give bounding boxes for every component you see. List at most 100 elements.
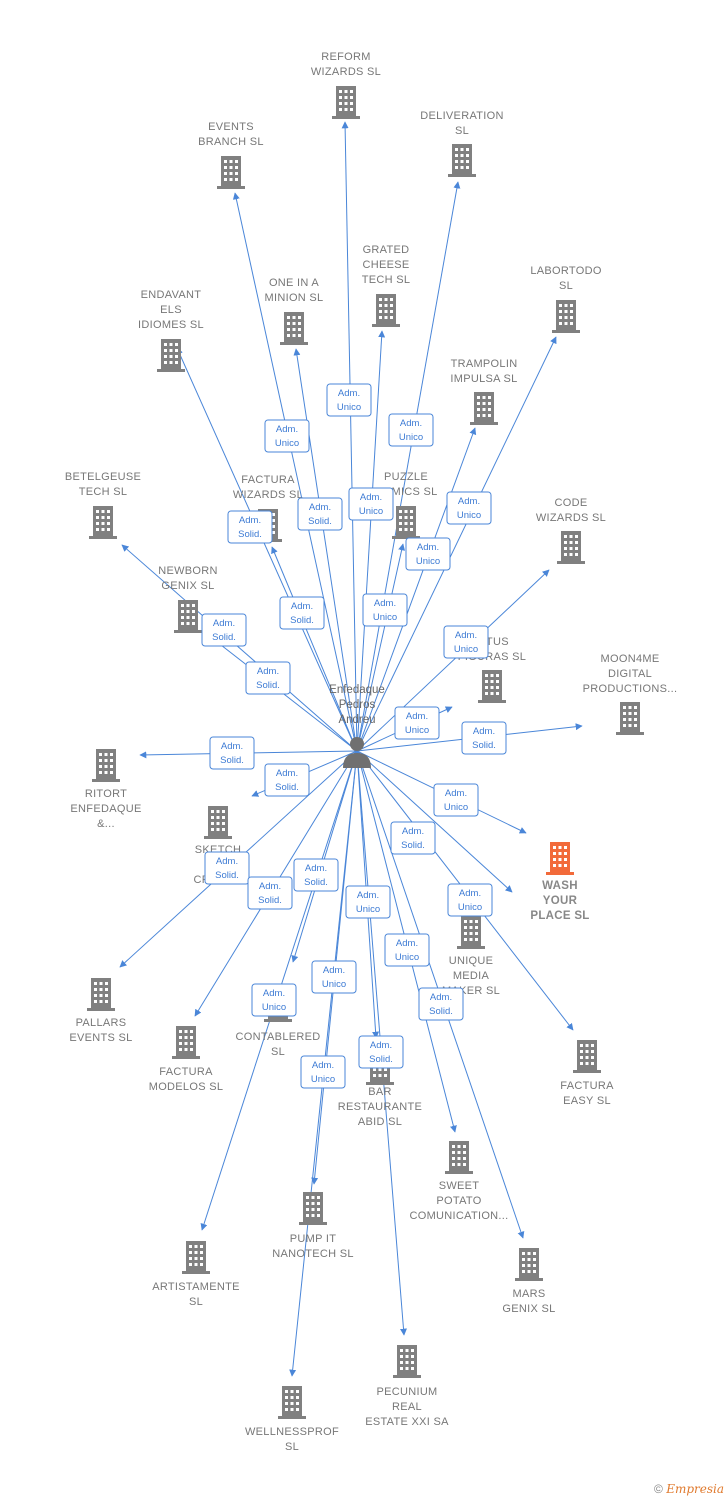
building-icon <box>372 294 400 327</box>
company-label: EVENTS <box>208 121 254 133</box>
relation-label-factura-wizards[interactable]: Adm.Solid. <box>279 596 325 630</box>
relation-label-pecunium-real-estate[interactable]: Adm.Solid. <box>358 1035 404 1069</box>
relation-label-code-wizards[interactable]: Adm.Unico <box>443 625 489 659</box>
relation-text: Unico <box>395 952 419 963</box>
building-icon <box>172 1026 200 1059</box>
edge-grated-cheese-tech <box>356 330 386 752</box>
relation-label-newborn-genix[interactable]: Adm.Solid. <box>245 661 291 695</box>
building-icon <box>280 312 308 345</box>
relation-label-pump-it-nanotech[interactable]: Adm.Unico <box>311 960 357 994</box>
person-label: Enfedaque <box>329 684 385 696</box>
company-node-sweet-potato[interactable]: SWEETPOTATOCOMUNICATION... <box>409 1141 508 1222</box>
company-label: MOON4ME <box>601 653 660 665</box>
edge-reform-wizards <box>341 121 358 752</box>
relation-label-betelgeuse-tech[interactable]: Adm.Solid. <box>201 613 247 647</box>
relation-label-pallars-events[interactable]: Adm.Solid. <box>204 851 250 885</box>
company-label: SL <box>271 1046 285 1058</box>
relation-label-ritort-enfedaque[interactable]: Adm.Solid. <box>209 736 255 770</box>
relation-label-factura-easy[interactable]: Adm.Unico <box>447 883 493 917</box>
relation-label-wash-your-place[interactable]: Adm.Unico <box>433 783 479 817</box>
brand-logo[interactable]: Empresia <box>666 1482 724 1496</box>
company-label: POTATO <box>436 1195 481 1207</box>
company-label: GENIX SL <box>502 1303 555 1315</box>
relation-text: Adm. <box>291 601 313 612</box>
relation-label-factura-modelos[interactable]: Adm.Solid. <box>247 876 293 910</box>
relation-label-contablered[interactable]: Adm.Solid. <box>293 858 339 892</box>
company-node-ritort-enfedaque[interactable]: RITORTENFEDAQUE&... <box>70 749 141 830</box>
edge-one-in-a-minion <box>293 348 358 752</box>
company-label: ENDAVANT <box>141 289 202 301</box>
relation-text: Solid. <box>238 529 262 540</box>
relation-label-reform-wizards[interactable]: Adm.Unico <box>326 383 372 417</box>
relation-label-sweet-potato[interactable]: Adm.Unico <box>384 933 430 967</box>
relation-label-wellnessprof[interactable]: Adm.Unico <box>300 1055 346 1089</box>
relation-label-moon4me[interactable]: Adm.Solid. <box>461 721 507 755</box>
company-label: MODELOS SL <box>149 1081 224 1093</box>
relation-text: Adm. <box>257 666 279 677</box>
company-label: ARTISTAMENTE <box>152 1281 240 1293</box>
edge-events-branch <box>232 192 358 752</box>
copyright-symbol: © <box>654 1482 663 1496</box>
edge-factura-wizards <box>271 546 358 752</box>
company-node-moon4me[interactable]: MOON4MEDIGITALPRODUCTIONS... <box>583 653 678 735</box>
relation-text: Adm. <box>276 768 298 779</box>
relation-label-grated-cheese-tech[interactable]: Adm.Unico <box>348 487 394 521</box>
company-label: SL <box>559 280 573 292</box>
relation-text: Adm. <box>473 726 495 737</box>
edge-betelgeuse-tech <box>121 544 358 752</box>
footer: © Empresia <box>654 1482 724 1496</box>
edge-unique-media <box>356 750 513 893</box>
relation-label-mars-genix[interactable]: Adm.Solid. <box>418 987 464 1021</box>
relation-text: Unico <box>444 802 468 813</box>
relation-label-events-branch[interactable]: Adm.Unico <box>264 419 310 453</box>
building-icon <box>445 1141 473 1174</box>
relation-label-one-in-a-minion[interactable]: Adm.Solid. <box>297 497 343 531</box>
relation-label-artistamente[interactable]: Adm.Unico <box>251 983 297 1017</box>
company-label: SWEET <box>439 1180 480 1192</box>
building-icon <box>478 670 506 703</box>
relation-text: Adm. <box>239 515 261 526</box>
company-label: ENFEDAQUE <box>70 803 141 815</box>
relation-text: Unico <box>458 902 482 913</box>
relation-text: Solid. <box>308 516 332 527</box>
company-label: WASH <box>542 880 578 892</box>
company-label: LABORTODO <box>530 265 602 277</box>
relation-label-tus-figuras[interactable]: Adm.Unico <box>394 706 440 740</box>
building-icon <box>470 392 498 425</box>
relation-label-sketch-es-creativ[interactable]: Adm.Solid. <box>264 763 310 797</box>
relation-label-trampolin-impulsa[interactable]: Adm.Unico <box>405 537 451 571</box>
relation-label-labortodo[interactable]: Adm.Unico <box>446 491 492 525</box>
relation-label-endavant-els-idiomes[interactable]: Adm. Solid. <box>227 510 273 544</box>
relation-text: Unico <box>405 725 429 736</box>
relation-label-puzzle-comics[interactable]: Adm.Unico <box>362 593 408 627</box>
relation-label-bar-restaurante-abid[interactable]: Adm.Unico <box>345 885 391 919</box>
company-label: PRODUCTIONS... <box>583 683 678 695</box>
relation-label-unique-media[interactable]: Adm.Solid. <box>390 821 436 855</box>
company-node-labortodo[interactable]: LABORTODO SL <box>530 265 602 333</box>
relation-label-deliveration[interactable]: Adm.Unico <box>388 413 434 447</box>
